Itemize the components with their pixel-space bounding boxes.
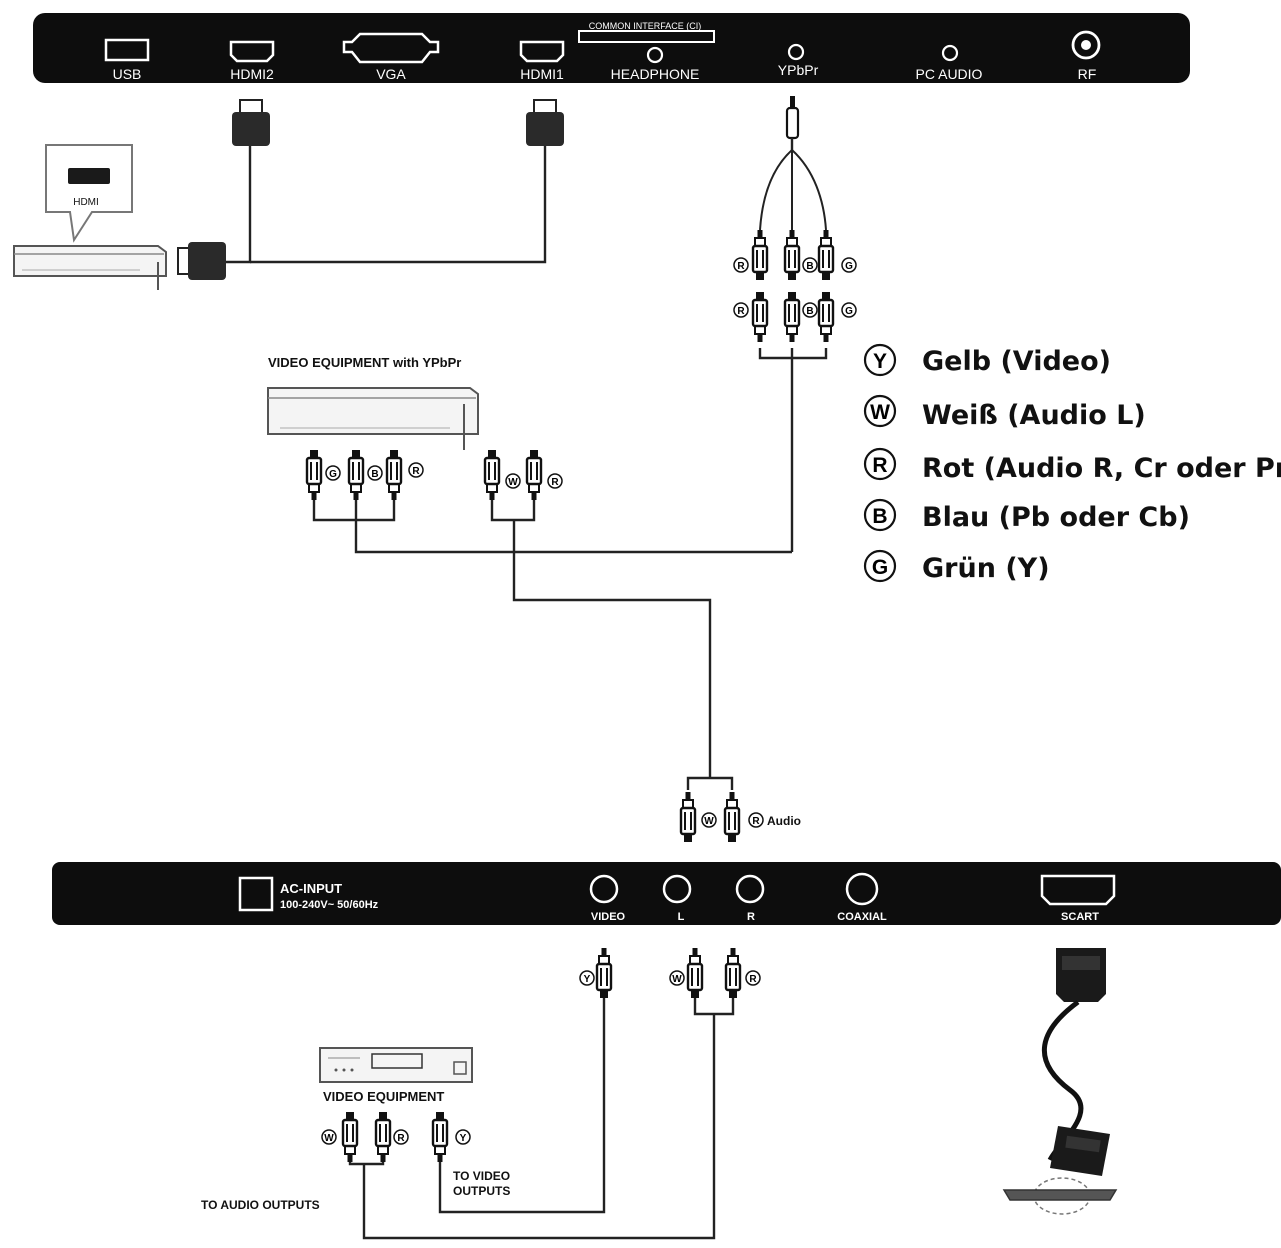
legend-item: W Weiß (Audio L) xyxy=(863,394,1146,431)
audio-cable: W R Audio xyxy=(679,770,801,844)
hdmi-port-icon xyxy=(68,168,110,184)
plug-label: W xyxy=(508,477,518,488)
audio-r-port[interactable]: R xyxy=(735,874,765,923)
hdmi1-label: HDMI1 xyxy=(520,66,564,82)
plug-label: W xyxy=(704,816,714,827)
plug-label: B xyxy=(371,469,378,480)
coaxial-port[interactable]: COAXIAL xyxy=(837,872,887,923)
r-label: R xyxy=(747,911,755,923)
hdmi-cable xyxy=(226,146,547,264)
scart-label: SCART xyxy=(1061,911,1099,923)
plug-label: R xyxy=(551,477,559,488)
hdmi2-plug xyxy=(232,99,270,146)
video-port[interactable]: VIDEO xyxy=(589,874,626,923)
legend-item: R Rot (Audio R, Cr oder Pr) xyxy=(863,447,1281,484)
ci-label: COMMON INTERFACE (CI) xyxy=(589,21,702,31)
plug-label: G xyxy=(845,306,853,317)
hdmi-badge-label: HDMI xyxy=(73,197,99,208)
plug-label: Y xyxy=(584,974,591,985)
plug-label: B xyxy=(806,306,813,317)
ac-input-label: AC-INPUT xyxy=(280,881,342,896)
video-label: VIDEO xyxy=(591,911,626,923)
ci-slot[interactable]: COMMON INTERFACE (CI) xyxy=(578,21,715,43)
legend-letter: R xyxy=(872,454,887,477)
plug-label: W xyxy=(324,1133,334,1144)
legend-letter: Y xyxy=(873,350,887,373)
usb-port[interactable]: USB xyxy=(104,38,150,82)
ypbpr-video-equipment: VIDEO EQUIPMENT with YPbPr xyxy=(267,355,792,770)
rf-label: RF xyxy=(1078,66,1097,82)
ypbpr-label: YPbPr xyxy=(778,62,819,78)
plug-label: W xyxy=(672,974,682,985)
legend-text: Rot (Audio R, Cr oder Pr) xyxy=(922,453,1281,484)
hdmi1-plug xyxy=(526,99,564,146)
l-label: L xyxy=(678,911,685,923)
hdmi1-port[interactable]: HDMI1 xyxy=(519,40,565,82)
plug-label: R xyxy=(737,306,745,317)
legend-item: Y Gelb (Video) xyxy=(863,343,1111,377)
ypbpr-cable xyxy=(751,96,835,552)
plug-label: R xyxy=(752,816,760,827)
hdmi2-port[interactable]: HDMI2 xyxy=(229,40,275,82)
plug-label: R xyxy=(749,974,757,985)
color-legend: Y Gelb (Video) W Weiß (Audio L) R Rot (A… xyxy=(863,343,1281,584)
legend-letter: G xyxy=(872,556,888,579)
legend-item: G Grün (Y) xyxy=(863,549,1050,584)
legend-text: Blau (Pb oder Cb) xyxy=(922,502,1190,533)
headphone-port[interactable]: HEADPHONE xyxy=(611,46,700,82)
to-video-outputs-label: TO VIDEO xyxy=(453,1169,510,1183)
hdmi-source-device: HDMI xyxy=(13,144,226,290)
vga-label: VGA xyxy=(376,66,406,82)
coaxial-label: COAXIAL xyxy=(837,911,887,923)
legend-item: B Blau (Pb oder Cb) xyxy=(863,498,1190,533)
video-cable: Y xyxy=(438,946,613,1214)
plug-label: Y xyxy=(460,1133,467,1144)
audio-l-port[interactable]: L xyxy=(662,874,692,923)
audio-cable-label: Audio xyxy=(767,814,801,828)
ypbpr-port[interactable]: YPbPr xyxy=(778,43,819,78)
ypbpr-equipment-title: VIDEO EQUIPMENT with YPbPr xyxy=(268,355,461,370)
ypbpr-upper-plug-labels: R B G xyxy=(733,257,857,273)
hdmi2-label: HDMI2 xyxy=(230,66,274,82)
plug-label: R xyxy=(412,466,420,477)
legend-letter: W xyxy=(870,401,890,424)
plug-label: R xyxy=(737,261,745,272)
audio-output-cable: W R xyxy=(362,946,761,1240)
video-equipment: VIDEO EQUIPMENT W R Y TO VIDEO OUTPUTS T… xyxy=(201,1047,510,1212)
to-audio-outputs-label: TO AUDIO OUTPUTS xyxy=(201,1198,320,1212)
plug-label: G xyxy=(845,261,853,272)
rf-port[interactable]: RF xyxy=(1071,30,1101,82)
legend-letter: B xyxy=(872,505,887,528)
vga-port[interactable]: VGA xyxy=(342,32,440,82)
plug-label: G xyxy=(329,469,337,480)
legend-text: Grün (Y) xyxy=(922,553,1050,584)
legend-text: Gelb (Video) xyxy=(922,346,1111,377)
plug-label: B xyxy=(806,261,813,272)
tv-bottom-panel xyxy=(52,862,1281,925)
ypbpr-lower-plug-labels: R B G xyxy=(733,302,857,318)
plug-label: R xyxy=(397,1133,405,1144)
ypbpr-equipment-plug-labels: G B R W R xyxy=(325,462,563,489)
video-equipment-title: VIDEO EQUIPMENT xyxy=(323,1089,444,1104)
scart-cable xyxy=(1002,948,1118,1215)
ac-input[interactable]: AC-INPUT 100-240V~ 50/60Hz xyxy=(238,876,379,912)
headphone-label: HEADPHONE xyxy=(611,66,700,82)
usb-label: USB xyxy=(113,66,142,82)
ac-input-voltage: 100-240V~ 50/60Hz xyxy=(280,899,379,911)
pc-audio-port[interactable]: PC AUDIO xyxy=(916,44,983,82)
pc-audio-label: PC AUDIO xyxy=(916,66,983,82)
to-video-outputs-label-2: OUTPUTS xyxy=(453,1184,510,1198)
scart-port[interactable]: SCART xyxy=(1040,874,1116,923)
tv-top-panel xyxy=(33,13,1190,83)
legend-text: Weiß (Audio L) xyxy=(922,400,1146,431)
